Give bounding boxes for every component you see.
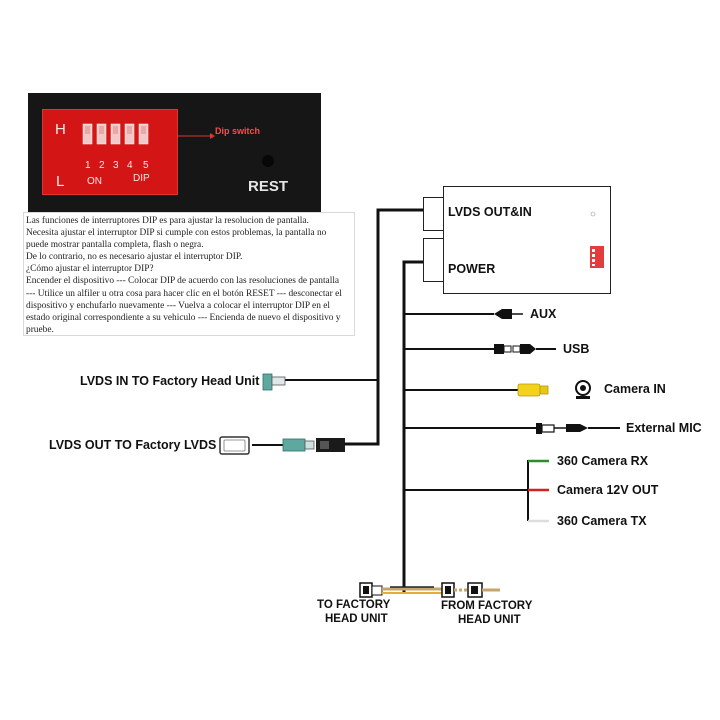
cam360-rx-label: 360 Camera RX (557, 454, 649, 468)
dip-low-label: L (56, 173, 65, 190)
module-led-icon (590, 211, 596, 217)
camera-icon (575, 380, 591, 399)
from-factory-label: FROM FACTORY (441, 600, 533, 612)
lvds-port-label: LVDS OUT&IN (448, 205, 532, 219)
lvds-in-label: LVDS IN TO Factory Head Unit (80, 374, 260, 388)
dip-instructions: Las funciones de interruptores DIP es pa… (23, 212, 355, 336)
instruction-line: Encender el dispositivo --- Colocar DIP … (26, 276, 340, 287)
factory-harness-icon (359, 582, 500, 598)
dip-switch-block (42, 109, 178, 195)
lvds-main-cable (345, 208, 423, 446)
instruction-line: De lo contrario, no es necesario ajustar… (26, 252, 243, 263)
dip-num-3: 3 (113, 160, 119, 171)
instruction-line: Las funciones de interruptores DIP es pa… (26, 216, 309, 226)
dip-num-4: 4 (127, 160, 133, 171)
instruction-line: ¿Cómo ajustar el interruptor DIP? (26, 264, 154, 275)
from-factory-label-2: HEAD UNIT (458, 614, 521, 626)
lvds-out-connector-icon (219, 436, 345, 455)
lvds-out-label: LVDS OUT TO Factory LVDS (49, 438, 217, 452)
dip-on-label: ON (87, 176, 102, 187)
dip-num-1: 1 (85, 160, 91, 171)
reset-label: REST (248, 178, 289, 195)
power-port-label: POWER (448, 262, 496, 276)
reset-button (262, 155, 274, 167)
dip-num-2: 2 (99, 160, 105, 171)
power-port (423, 238, 444, 282)
instruction-line: estado original correspondiente a su veh… (26, 312, 341, 323)
camera-in-label: Camera IN (604, 382, 666, 396)
usb-label: USB (563, 342, 590, 356)
external-mic-label: External MIC (626, 421, 702, 435)
rca-connector-icon (517, 383, 549, 397)
lvds-in-connector-icon (262, 373, 286, 391)
aux-label: AUX (530, 307, 557, 321)
instruction-line: --- Utilice un alfiler u otra cosa para … (26, 288, 342, 299)
lvds-port (423, 197, 444, 231)
to-factory-label: TO FACTORY (317, 599, 391, 611)
dip-switch-callout: Dip switch (215, 126, 261, 136)
cam360-tx-label: 360 Camera TX (557, 514, 647, 528)
instruction-line: puede mostrar pantalla completa, flash o… (26, 240, 204, 251)
usb-connector-icon (494, 344, 556, 354)
dip-dip-label: DIP (133, 173, 150, 184)
dip-high-label: H (55, 121, 66, 138)
instruction-line: dispositivo y enchufarlo nuevamente --- … (26, 300, 331, 311)
module-dip-icon (590, 246, 604, 268)
to-factory-label-2: HEAD UNIT (325, 613, 388, 625)
mic-connector-icon (536, 423, 620, 434)
instruction-line: pruebe. (26, 324, 54, 335)
power-harness-cable (402, 260, 423, 592)
aux-plug-icon (494, 309, 523, 319)
camera-12v-label: Camera 12V OUT (557, 483, 659, 497)
dip-num-5: 5 (143, 160, 149, 171)
instruction-line: Necesita ajustar el interruptor DIP si c… (26, 228, 327, 239)
